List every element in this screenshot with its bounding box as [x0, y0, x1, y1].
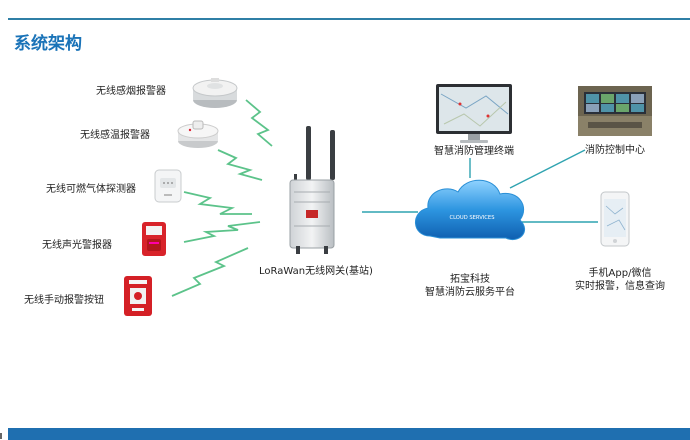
- mobile-label-app: 手机App/微信: [588, 268, 652, 279]
- gateway-label: LoRaWan无线网关(基站): [259, 266, 373, 277]
- smoke-detector-icon: [192, 78, 238, 108]
- wave-2: [217, 149, 263, 181]
- wave-5: [171, 247, 249, 297]
- device-label-heat: 无线感温报警器: [80, 130, 150, 141]
- gateway-icon: [289, 126, 335, 254]
- control-center-icon: [578, 86, 652, 136]
- heat-detector-icon: [177, 120, 219, 148]
- cloud-label-platform: 智慧消防云服务平台: [425, 287, 515, 298]
- wave-1: [245, 99, 273, 147]
- cloud-inner-text: CLOUD SERVICES: [449, 215, 494, 221]
- device-label-smoke: 无线感烟报警器: [96, 86, 166, 97]
- line-cloud-control: [509, 149, 586, 189]
- header-rule: [8, 18, 690, 20]
- footer-bar: [8, 428, 690, 440]
- sound-light-alarm-icon: [142, 222, 166, 256]
- connection-lines: [362, 149, 598, 223]
- device-label-gas: 无线可燃气体探测器: [46, 184, 136, 195]
- device-label-sound-light: 无线声光警报器: [42, 240, 112, 251]
- mobile-label-desc: 实时报警，信息查询: [575, 281, 665, 292]
- cloud-services-icon: CLOUD SERVICES: [415, 179, 526, 240]
- cloud-label-company: 拓宝科技: [450, 274, 490, 285]
- corner-mark: [0, 433, 2, 439]
- terminal-label: 智慧消防管理终端: [434, 146, 514, 157]
- wave-3: [183, 191, 252, 215]
- device-label-manual-button: 无线手动报警按钮: [24, 295, 104, 306]
- wireless-waves: [171, 99, 273, 297]
- control-center-label: 消防控制中心: [585, 145, 645, 156]
- manual-alarm-button-icon: [124, 276, 152, 316]
- wave-4: [183, 221, 261, 243]
- page-title: 系统架构: [14, 34, 82, 54]
- mobile-phone-icon: [600, 191, 630, 247]
- gas-detector-icon: [154, 169, 182, 203]
- monitor-icon: [436, 84, 512, 143]
